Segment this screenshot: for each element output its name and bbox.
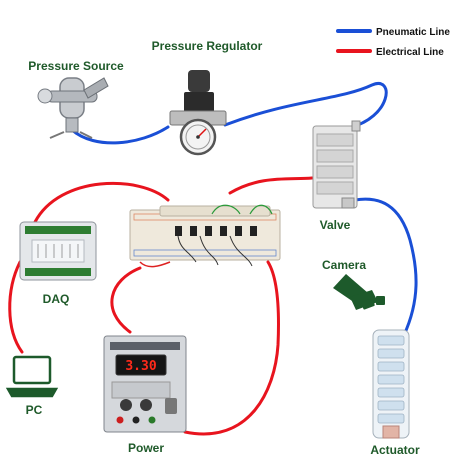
label-pressure-source: Pressure Source	[28, 59, 124, 73]
soft-actuator	[372, 329, 410, 439]
pneumatic-line-valve-to-actuator	[353, 197, 418, 337]
pressure-regulator	[169, 70, 227, 156]
camera-icon	[333, 274, 385, 310]
electrical-line-breadboard-to-valve	[228, 176, 314, 195]
electrical-line-breadboard-to-power	[110, 266, 142, 334]
electrical-line-daq-to-breadboard	[33, 181, 170, 224]
electrical-lines	[8, 176, 314, 436]
valve-manifold	[312, 120, 361, 209]
label-pc: PC	[26, 403, 43, 417]
power-supply: 3.30	[103, 335, 187, 433]
label-actuator: Actuator	[370, 443, 420, 457]
pneumatic-line-regulator-to-valve	[223, 82, 388, 130]
legend: Pneumatic Line Electrical Line	[336, 27, 450, 58]
label-daq: DAQ	[43, 292, 70, 306]
component-labels: Pressure Source Pressure Regulator Valve…	[26, 39, 420, 457]
breadboard	[129, 204, 281, 268]
pressure-source	[37, 77, 109, 139]
electrical-line-daq-to-pc	[8, 260, 24, 354]
label-power: Power	[128, 441, 164, 455]
pneumatic-line-source-to-regulator	[70, 125, 170, 145]
pneumatic-lines	[70, 82, 418, 337]
electrical-line-power-to-breadboard	[183, 260, 280, 436]
power-supply-display: 3.30	[125, 359, 156, 374]
legend-pneumatic-label: Pneumatic Line	[376, 27, 450, 38]
daq-module	[19, 221, 97, 281]
label-camera: Camera	[322, 258, 366, 272]
label-valve: Valve	[320, 218, 351, 232]
laptop-icon	[5, 355, 59, 398]
legend-electrical-label: Electrical Line	[376, 47, 444, 58]
label-pressure-regulator: Pressure Regulator	[152, 39, 263, 53]
